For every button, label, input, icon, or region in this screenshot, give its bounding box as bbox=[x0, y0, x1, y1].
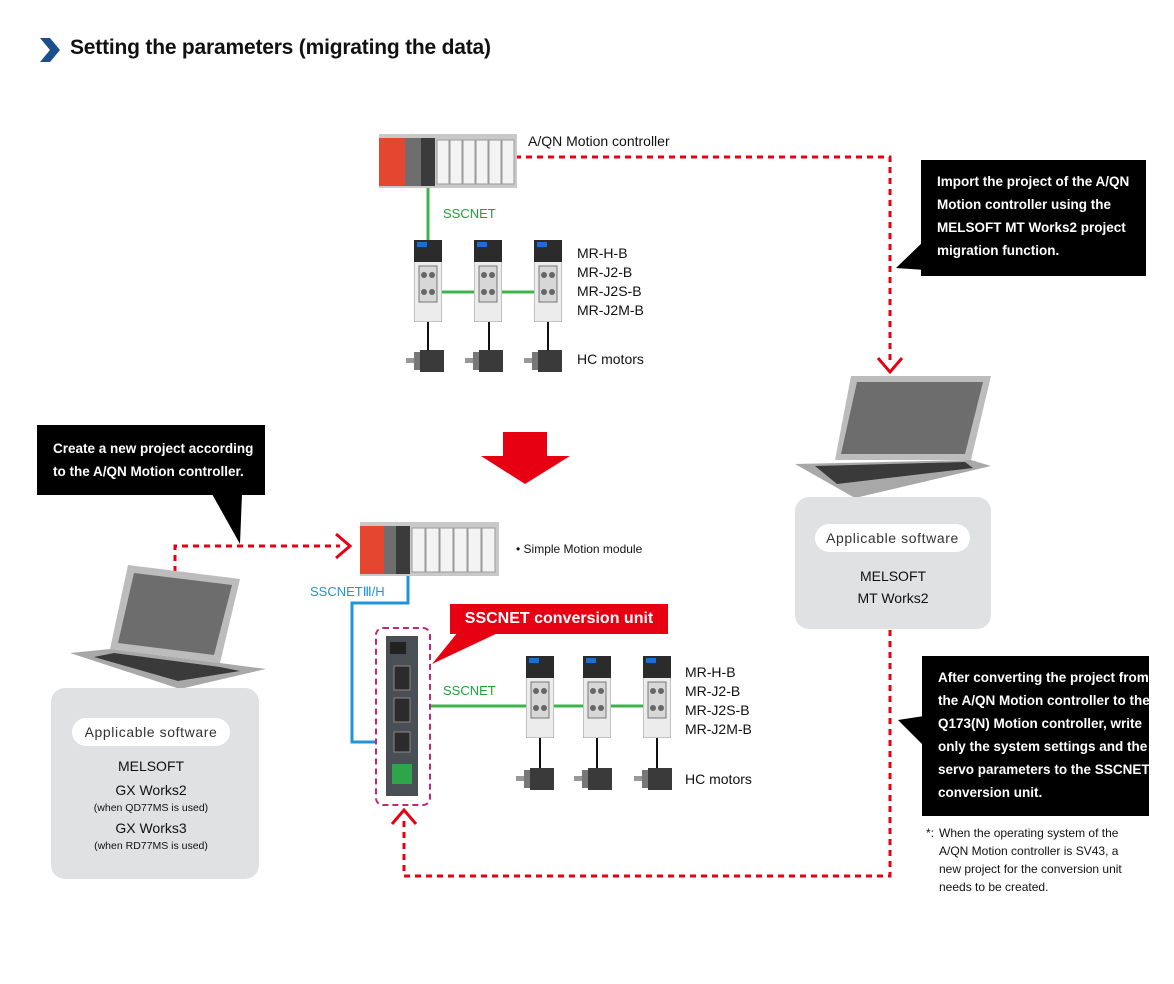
callout-line: MELSOFT MT Works2 project bbox=[937, 220, 1126, 235]
amp-model-label: MR-J2S-B bbox=[685, 702, 750, 718]
simple-motion-module-label: • Simple Motion module bbox=[516, 540, 642, 559]
footnote-line: A/QN Motion controller is SV43, a bbox=[939, 844, 1119, 858]
footnote-line: new project for the conversion unit bbox=[939, 862, 1122, 876]
amp-model-label: MR-H-B bbox=[577, 245, 628, 261]
software-list-right: MELSOFT MT Works2 bbox=[795, 565, 991, 609]
servo-amplifier-image bbox=[583, 656, 611, 738]
applicable-software-right bbox=[795, 497, 991, 629]
footnote-line: When the operating system of the bbox=[939, 826, 1119, 840]
servo-motor-image bbox=[574, 768, 612, 790]
software-note: (when QD77MS is used) bbox=[93, 802, 209, 814]
servo-motor-image bbox=[524, 350, 562, 372]
callout-line: servo parameters to the SSCNET bbox=[938, 762, 1150, 777]
footnote-marker: *: bbox=[926, 826, 935, 840]
callout-line: conversion unit. bbox=[938, 785, 1043, 800]
laptop-image bbox=[70, 565, 266, 689]
software-name: GX Works2 bbox=[115, 782, 187, 798]
software-vendor: MELSOFT bbox=[117, 758, 185, 774]
servo-motor-image bbox=[406, 350, 444, 372]
servo-motor-image bbox=[465, 350, 503, 372]
callout-line: Import the project of the A/QN bbox=[937, 174, 1130, 189]
amp-model-label: MR-J2M-B bbox=[685, 721, 752, 737]
motors-label: HC motors bbox=[685, 771, 752, 787]
simple-motion-module-text: Simple Motion module bbox=[523, 542, 643, 556]
sscnet-label-top: SSCNET bbox=[443, 206, 496, 221]
callout-line: Motion controller using the bbox=[937, 197, 1111, 212]
sscnet-label-bottom: SSCNET bbox=[443, 683, 496, 698]
sscnet3h-label: SSCNETⅢ/H bbox=[310, 584, 385, 599]
simple-motion-module-image bbox=[360, 522, 499, 576]
footnote-text: When the operating system of the A/QN Mo… bbox=[939, 824, 1159, 896]
servo-motor-image bbox=[516, 768, 554, 790]
conversion-unit-tag: SSCNET conversion unit bbox=[450, 604, 668, 634]
amp-model-label: MR-J2S-B bbox=[577, 283, 642, 299]
software-name: MELSOFT bbox=[859, 568, 927, 584]
callout-line: migration function. bbox=[937, 243, 1060, 258]
footnote-line: needs to be created. bbox=[939, 880, 1049, 894]
servo-amplifier-image bbox=[414, 240, 442, 322]
aqn-motion-controller-image bbox=[379, 134, 517, 188]
applicable-software-heading: Applicable software bbox=[72, 718, 230, 746]
servo-motor-image bbox=[634, 768, 672, 790]
chevron-right-icon bbox=[40, 38, 60, 62]
software-name: MT Works2 bbox=[857, 590, 929, 606]
create-callout: Create a new project according to the A/… bbox=[37, 425, 265, 495]
servo-amplifier-image bbox=[643, 656, 671, 738]
laptop-image bbox=[795, 376, 991, 498]
callout-line: Create a new project according bbox=[53, 441, 254, 456]
page-title: Setting the parameters (migrating the da… bbox=[70, 36, 491, 59]
bullet-icon: • bbox=[516, 542, 524, 556]
amp-model-label: MR-H-B bbox=[685, 664, 736, 680]
software-note: (when RD77MS is used) bbox=[94, 840, 208, 852]
write-callout: After converting the project from the A/… bbox=[922, 656, 1150, 816]
callout-line: Q173(N) Motion controller, write bbox=[938, 716, 1143, 731]
callout-line: only the system settings and the bbox=[938, 739, 1148, 754]
motors-label: HC motors bbox=[577, 351, 644, 367]
amp-model-label: MR-J2M-B bbox=[577, 302, 644, 318]
import-callout: Import the project of the A/QN Motion co… bbox=[921, 160, 1146, 276]
servo-amplifier-image bbox=[526, 656, 554, 738]
software-name: GX Works3 bbox=[115, 820, 187, 836]
amp-model-label: MR-J2-B bbox=[577, 264, 633, 280]
callout-line: the A/QN Motion controller to the bbox=[938, 693, 1150, 708]
conversion-unit-image bbox=[386, 636, 418, 796]
aqn-controller-label: A/QN Motion controller bbox=[528, 133, 670, 149]
conversion-unit-highlight bbox=[375, 627, 431, 806]
applicable-software-heading: Applicable software bbox=[815, 524, 970, 552]
callout-line: to the A/QN Motion controller. bbox=[53, 464, 244, 479]
servo-amplifier-image bbox=[474, 240, 502, 322]
callout-line: After converting the project from bbox=[938, 670, 1149, 685]
servo-amplifier-image bbox=[534, 240, 562, 322]
amp-model-label: MR-J2-B bbox=[685, 683, 741, 699]
software-list-left: MELSOFT GX Works2 (when QD77MS is used) … bbox=[51, 755, 251, 853]
